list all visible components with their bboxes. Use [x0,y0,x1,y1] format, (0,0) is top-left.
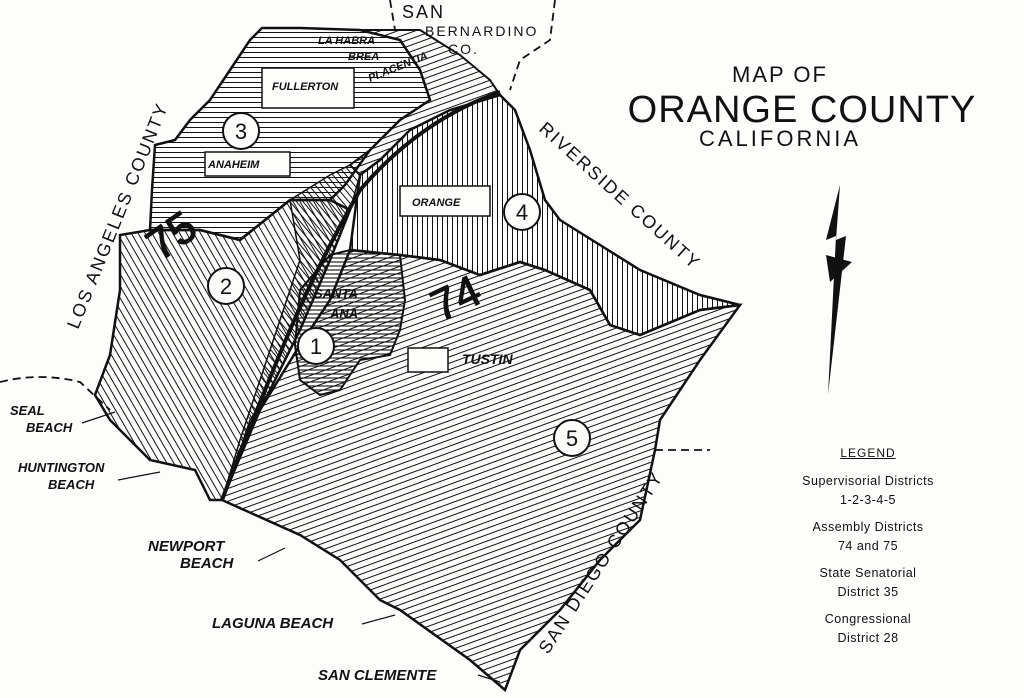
santa-label: SANTA [314,286,358,301]
svg-text:3: 3 [235,119,247,144]
tustin-outline [407,347,449,373]
newport-beach-label-1: NEWPORT [148,538,226,555]
district-number-1: 1 [297,327,335,365]
legend-congressional: Congressional District 28 [748,610,988,648]
district-4-region [348,93,741,337]
map-title-line3: CALIFORNIA [699,126,861,151]
county-border-la [0,376,111,411]
legend-senatorial: State Senatorial District 35 [748,564,988,602]
legend-congressional-values: District 28 [837,631,899,645]
legend-assembly-title: Assembly Districts [812,520,924,534]
fullerton-label: FULLERTON [272,81,339,93]
legend-congressional-title: Congressional [824,612,912,626]
newport-beach-label-2: BEACH [180,555,235,572]
seal-beach-label-2: BEACH [26,420,73,435]
legend-assembly-values: 74 and 75 [837,539,899,553]
legend-header: LEGEND [840,446,896,460]
svg-text:2: 2 [220,274,232,299]
legend-supervisorial-title: Supervisorial Districts [802,474,934,488]
district-number-5: 5 [553,419,591,457]
district-number-4: 4 [503,193,541,231]
district-number-3: 3 [222,112,260,150]
legend-supervisorial: Supervisorial Districts 1-2-3-4-5 [748,472,988,510]
orange-label: ORANGE [412,197,461,209]
map-title-line1: MAP OF [732,62,828,87]
la-habra-label: LA HABRA [318,35,375,47]
fullerton-outline [261,67,355,109]
tustin-label: TUSTIN [462,351,513,367]
svg-text:5: 5 [566,426,578,451]
anaheim-outline [204,151,291,177]
county-border-sb [389,0,556,91]
san-bernardino-label-3: CO. [448,41,479,57]
legend-senatorial-title: State Senatorial [819,566,917,580]
legend-supervisorial-values: 1-2-3-4-5 [840,493,896,507]
svg-text:4: 4 [516,200,528,225]
district-number-2: 2 [207,267,245,305]
orange-outline [399,185,491,217]
brea-label: BREA [348,51,379,63]
newport-beach-leader [257,547,286,562]
huntington-beach-leader [117,471,161,481]
legend-assembly: Assembly Districts 74 and 75 [748,518,988,556]
svg-text:1: 1 [310,334,322,359]
san-clemente-leader [477,674,501,683]
huntington-beach-label-2: BEACH [48,477,95,492]
san-bernardino-label-2: BERNARDINO [425,23,538,39]
seal-beach-label-1: SEAL [10,403,45,418]
huntington-beach-label-1: HUNTINGTON [18,460,105,475]
anaheim-label: ANAHEIM [207,159,260,171]
san-clemente-label: SAN CLEMENTE [318,667,437,684]
north-arrow-icon [826,185,852,395]
map-legend: LEGEND Supervisorial Districts 1-2-3-4-5… [748,446,988,656]
laguna-beach-leader [361,614,396,625]
seal-beach-leader [81,411,116,424]
laguna-beach-label: LAGUNA BEACH [212,615,334,632]
map-title-line2: ORANGE COUNTY [628,89,977,131]
legend-senatorial-values: District 35 [837,585,899,599]
san-bernardino-label-1: SAN [402,2,445,22]
district-boundary-line [220,90,501,501]
ana-label: ANA [329,306,358,321]
